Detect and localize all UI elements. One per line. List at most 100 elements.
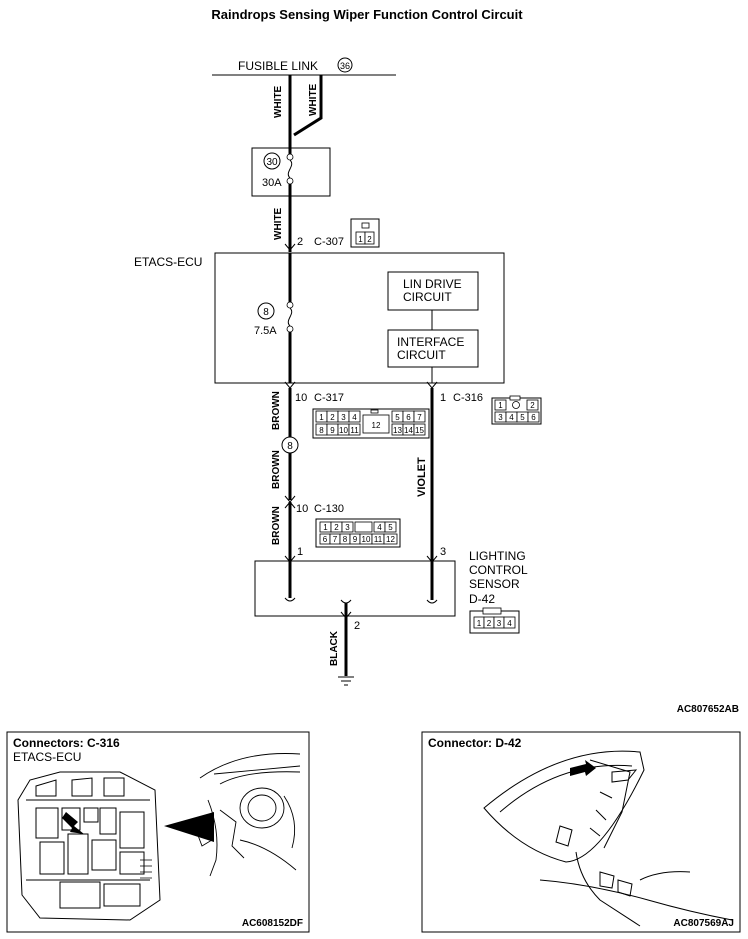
etacs-ecu-box (214, 252, 505, 384)
ground-internal-end (340, 599, 352, 604)
fuse-30-terminal-top (286, 153, 294, 161)
sensor-internal-end-right (426, 599, 438, 604)
c316-pin: 1 (440, 392, 446, 404)
c317-pin-3: 3 (341, 413, 346, 422)
c316-pin-3: 3 (498, 413, 503, 422)
diagram-code: AC807652AB (677, 704, 739, 715)
c307-pin: 2 (297, 236, 303, 248)
fuse-8-number-circle (257, 302, 275, 320)
d42-pin-2: 2 (487, 619, 492, 628)
c130-pin-5: 5 (388, 523, 393, 532)
sensor-label-line-3: SENSOR (469, 577, 520, 591)
panel-left-title: Connectors: C-316 (13, 736, 120, 750)
c317-pin-15: 15 (415, 426, 424, 435)
d42-pin-4: 4 (507, 619, 512, 628)
dashboard-illustration (195, 753, 301, 877)
junction-8-label: 8 (287, 441, 293, 452)
c317-pin: 10 (295, 392, 307, 404)
c317-pin-8: 8 (319, 426, 324, 435)
fuse-30-terminal-bottom (286, 177, 294, 185)
c316-pin-5: 5 (520, 413, 525, 422)
c130-pin-12: 12 (386, 535, 395, 544)
c316-pin-4: 4 (509, 413, 514, 422)
fuse-30-number: 30 (266, 157, 278, 168)
white-wire-right (293, 75, 323, 137)
c307-terminal-mark (284, 243, 296, 251)
c130-name: C-130 (314, 503, 344, 515)
sensor-pin-3-mark (426, 555, 438, 563)
fusible-link-number: 36 (340, 61, 350, 71)
c307-pin-1: 1 (358, 235, 363, 244)
c317-pin-6: 6 (406, 413, 411, 422)
panel-left-subtitle: ETACS-ECU (13, 750, 81, 764)
wire-label-brown-3: BROWN (271, 506, 282, 545)
windshield-illustration (483, 750, 733, 927)
c317-pin-5: 5 (395, 413, 400, 422)
sensor-internal-end-left (284, 597, 296, 602)
fusible-link-number-circle (337, 57, 353, 73)
c307-pin-2: 2 (367, 235, 372, 244)
interface-circuit-box (387, 329, 479, 368)
c316-pin-6: 6 (531, 413, 536, 422)
c317-pin-9: 9 (330, 426, 335, 435)
fuse-8-terminal-bottom (286, 325, 294, 333)
wire-label-white-right: WHITE (308, 83, 319, 116)
zoom-wedge (164, 812, 214, 842)
d42-pin-3: 3 (497, 619, 502, 628)
c307-pin-face: 1 2 (350, 218, 380, 248)
wire-label-brown-1: BROWN (271, 391, 282, 430)
d42-pin-1: 1 (477, 619, 482, 628)
wire-label-violet: VIOLET (416, 457, 428, 497)
c130-pin-8: 8 (343, 535, 348, 544)
c130-pin-1: 1 (323, 523, 328, 532)
sensor-pin-1: 1 (297, 546, 303, 558)
c130-pin-3: 3 (345, 523, 350, 532)
c317-pin-10: 10 (339, 426, 348, 435)
c317-pin-11: 11 (350, 426, 359, 435)
panel-right-code: AC807569AJ (673, 918, 734, 929)
c317-pin-4: 4 (352, 413, 357, 422)
d42-location-arrow (570, 760, 596, 776)
lighting-control-sensor-box (254, 560, 456, 617)
d42-pin-face: 1 2 3 4 (469, 607, 520, 634)
wire-label-white-lower: WHITE (273, 207, 284, 240)
c130-pin-6: 6 (323, 535, 328, 544)
sensor-connector-name: D-42 (469, 592, 495, 606)
c317-name: C-317 (314, 392, 344, 404)
fuse-30-number-circle (263, 152, 281, 170)
panel-left-frame (6, 731, 310, 933)
c316-name: C-316 (453, 392, 483, 404)
c317-pin-face: 1 2 3 4 5 6 7 8 9 10 11 12 13 14 15 (312, 408, 430, 439)
c316-location-arrow (62, 812, 84, 834)
sensor-label-line-1: LIGHTING (469, 549, 526, 563)
c316-pin-face: 1 2 3 4 5 6 (491, 395, 542, 425)
wire-label-brown-2: BROWN (271, 450, 282, 489)
interface-line-2: CIRCUIT (397, 348, 446, 362)
fuse-8-rating: 7.5A (254, 325, 277, 337)
sensor-pin-3: 3 (440, 546, 446, 558)
lin-drive-circuit-box (387, 271, 479, 311)
c130-pin-2: 2 (334, 523, 339, 532)
c130-pin-7: 7 (333, 535, 338, 544)
sensor-label-line-2: CONTROL (469, 563, 528, 577)
c130-pin-4: 4 (377, 523, 382, 532)
fuse-30-rating: 30A (262, 177, 282, 189)
fuse-8-number: 8 (263, 307, 269, 318)
c317-pin-14: 14 (404, 426, 413, 435)
c317-pin-12: 12 (372, 421, 381, 430)
wire-label-black: BLACK (329, 630, 340, 666)
c130-pin-11: 11 (374, 535, 383, 544)
wire-label-white-left: WHITE (273, 85, 284, 118)
c130-pin: 10 (296, 503, 308, 515)
c130-pin-face: 1 2 3 4 5 6 7 8 9 10 11 12 (315, 518, 401, 548)
lin-drive-line-1: LIN DRIVE (403, 277, 462, 291)
c307-name: C-307 (314, 236, 344, 248)
etacs-ecu-illustration (17, 771, 161, 921)
c317-pin-7: 7 (417, 413, 422, 422)
fuse-30-element (287, 159, 293, 179)
fuse-8-element (287, 307, 293, 327)
etacs-ecu-label: ETACS-ECU (134, 255, 202, 269)
interface-line-1: INTERFACE (397, 335, 464, 349)
c130-pin-9: 9 (353, 535, 358, 544)
